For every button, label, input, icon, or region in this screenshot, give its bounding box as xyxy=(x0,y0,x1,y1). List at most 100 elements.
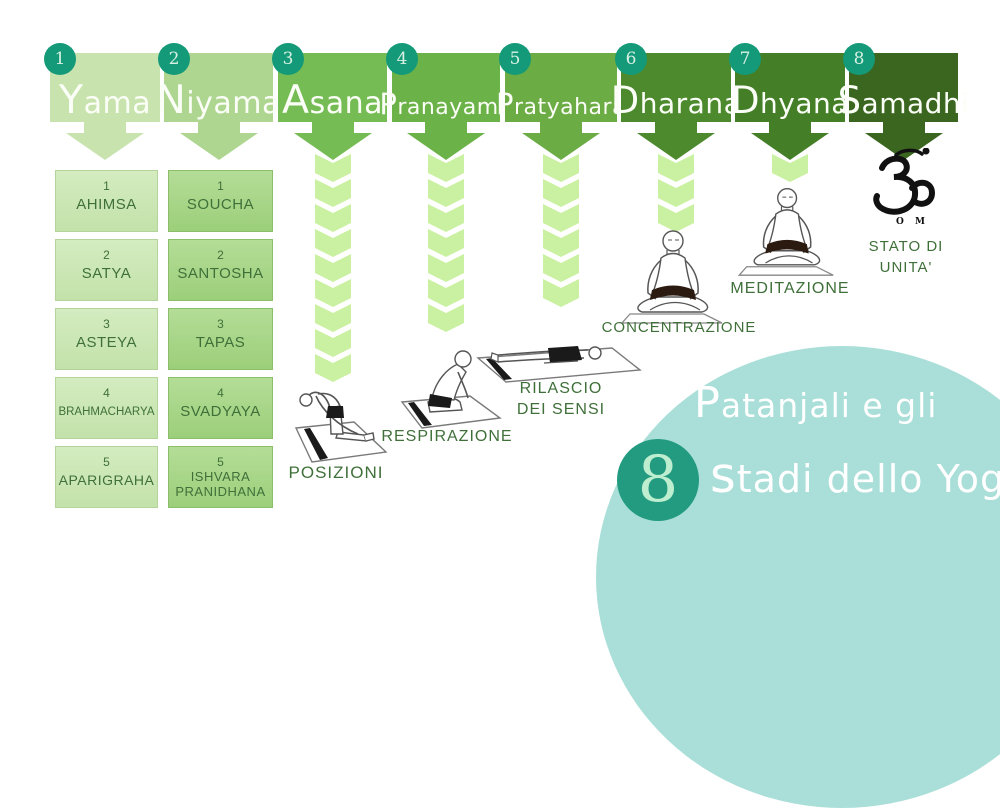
dharana-chevron-arrow xyxy=(658,154,694,232)
item-label: SATYA xyxy=(81,265,132,282)
stage-number-6: 6 xyxy=(625,49,637,69)
title-line2-text: stadi dello Yoga xyxy=(710,446,1000,504)
stage-number-circle-4: 4 xyxy=(386,43,418,75)
stage-number-2: 2 xyxy=(168,49,180,69)
infographic-canvas: 8 Patanjali e gli stadi dello Yoga 1 Yam… xyxy=(44,43,1000,808)
stage-column-yama: 1 Yama xyxy=(44,43,160,163)
pratyahara-chevron-arrow xyxy=(543,154,579,307)
item-label: SVADYAYA xyxy=(180,403,261,420)
stage-title-dhyana-text: Dhyana xyxy=(731,79,849,123)
arrow-head xyxy=(522,133,600,160)
dhyana-practice-label: MEDITAZIONE xyxy=(730,280,850,297)
item-label: ASTEYA xyxy=(75,334,138,351)
kneeling-pose-illustration xyxy=(396,346,504,432)
stage-title-niyama: Niyama xyxy=(156,53,280,122)
niyama-item-soucha: 1 SOUCHA xyxy=(168,170,273,232)
stage-column-niyama: 2 Niyama xyxy=(156,43,280,163)
stage-title-dharana-text: Dharana xyxy=(610,79,742,123)
pranayama-chevron-arrow xyxy=(428,154,464,332)
arrow-stem xyxy=(197,120,240,134)
stage-number-7: 7 xyxy=(739,49,751,69)
stage-title-asana-text: Asana xyxy=(282,76,383,123)
item-label: ISHVARA PRANIDHANA xyxy=(175,469,266,499)
pratyahara-practice-label: RILASCIO DEI SENSI xyxy=(501,380,621,419)
item-number: 3 xyxy=(217,317,224,331)
eight-badge-number: 8 xyxy=(637,443,679,517)
arrow-stem xyxy=(540,120,582,134)
arrow-head xyxy=(407,133,485,160)
stage-title-dharana: Dharana xyxy=(611,53,741,122)
asana-practice-label: POSIZIONI xyxy=(288,463,384,482)
dharana-practice-label: CONCENTRAZIONE xyxy=(601,319,757,336)
item-label: SANTOSHA xyxy=(177,265,264,282)
item-number: 4 xyxy=(217,386,224,400)
yama-item-ahimsa: 1 AHIMSA xyxy=(55,170,158,232)
camel-pose-illustration xyxy=(286,372,392,466)
stage-title-pratyahara-text: Pratyahara xyxy=(495,87,627,122)
yama-item-aparigraha: 5 APARIGRAHA xyxy=(55,446,158,508)
seated-meditation-illustration xyxy=(620,226,730,326)
stage-number-8: 8 xyxy=(853,49,865,69)
stage-number-3: 3 xyxy=(282,49,294,69)
arrow-stem xyxy=(882,120,925,134)
stage-title-samadhi-text: Samadhi xyxy=(837,79,970,123)
stage-column-dhyana: 7 Dhyana xyxy=(729,43,848,163)
samadhi-label-line1: STATO DI xyxy=(868,238,944,255)
stage-title-samadhi: Samadhi xyxy=(838,53,969,122)
arrow-stem xyxy=(84,120,126,134)
asana-chevron-arrow xyxy=(315,154,351,382)
arrow-stem xyxy=(311,120,354,134)
arrow-head xyxy=(293,133,372,160)
stage-number-4: 4 xyxy=(396,49,408,69)
stage-title-pratyahara: Pratyahara xyxy=(496,53,626,122)
arrow-head xyxy=(864,133,943,160)
yama-item-brahmacharya: 4 BRAHMACHARYA xyxy=(55,377,158,439)
stage-column-pratyahara: 5 Pratyahara xyxy=(496,43,626,163)
arrow-head xyxy=(637,133,715,160)
stage-title-yama-text: Yama xyxy=(58,76,152,123)
yama-item-asteya: 3 ASTEYA xyxy=(55,308,158,370)
item-number: 5 xyxy=(103,455,110,469)
item-number: 1 xyxy=(217,179,224,193)
item-label: APARIGRAHA xyxy=(58,472,155,488)
item-number: 2 xyxy=(103,248,110,262)
samadhi-label-line2: UNITA' xyxy=(879,259,933,276)
item-number: 4 xyxy=(103,386,110,400)
stage-number-circle-3: 3 xyxy=(272,43,304,75)
niyama-item-ishvara-pranidhana: 5 ISHVARA PRANIDHANA xyxy=(168,446,273,508)
item-number: 2 xyxy=(217,248,224,262)
stage-number-1: 1 xyxy=(54,49,66,69)
stage-number-circle-7: 7 xyxy=(729,43,761,75)
om-caption: O M xyxy=(896,217,929,227)
infographic-title-line1: Patanjali e gli xyxy=(694,378,937,428)
arrow-head xyxy=(66,133,144,160)
stage-number-circle-6: 6 xyxy=(615,43,647,75)
stage-number-circle-2: 2 xyxy=(158,43,190,75)
item-label: SOUCHA xyxy=(186,196,255,213)
infographic-title-line2: stadi dello Yoga xyxy=(710,446,1000,504)
om-icon xyxy=(873,148,936,215)
arrow-stem xyxy=(769,120,811,134)
arrow-stem xyxy=(655,120,697,134)
niyama-item-tapas: 3 TAPAS xyxy=(168,308,273,370)
pratyahara-label-line1: RILASCIO xyxy=(519,380,603,397)
stage-number-5: 5 xyxy=(509,49,521,69)
item-number: 5 xyxy=(217,455,224,469)
yama-item-satya: 2 SATYA xyxy=(55,239,158,301)
stage-column-asana: 3 Asana xyxy=(272,43,387,163)
stage-number-circle-8: 8 xyxy=(843,43,875,75)
samadhi-practice-label: STATO DI UNITA' xyxy=(846,238,966,276)
item-label: AHIMSA xyxy=(76,196,137,213)
stage-number-circle-1: 1 xyxy=(44,43,76,75)
savasana-illustration xyxy=(474,346,644,388)
niyama-item-santosha: 2 SANTOSHA xyxy=(168,239,273,301)
pranayama-practice-label: RESPIRAZIONE xyxy=(381,428,513,445)
stage-number-circle-5: 5 xyxy=(499,43,531,75)
dhyana-chevron-arrow xyxy=(772,154,808,182)
arrow-head xyxy=(179,133,258,160)
item-label: TAPAS xyxy=(195,334,246,351)
item-label: BRAHMACHARYA xyxy=(58,406,155,418)
niyama-item-svadyaya: 4 SVADYAYA xyxy=(168,377,273,439)
lotus-meditation-illustration xyxy=(737,184,841,278)
eight-badge-circle: 8 xyxy=(617,439,699,521)
